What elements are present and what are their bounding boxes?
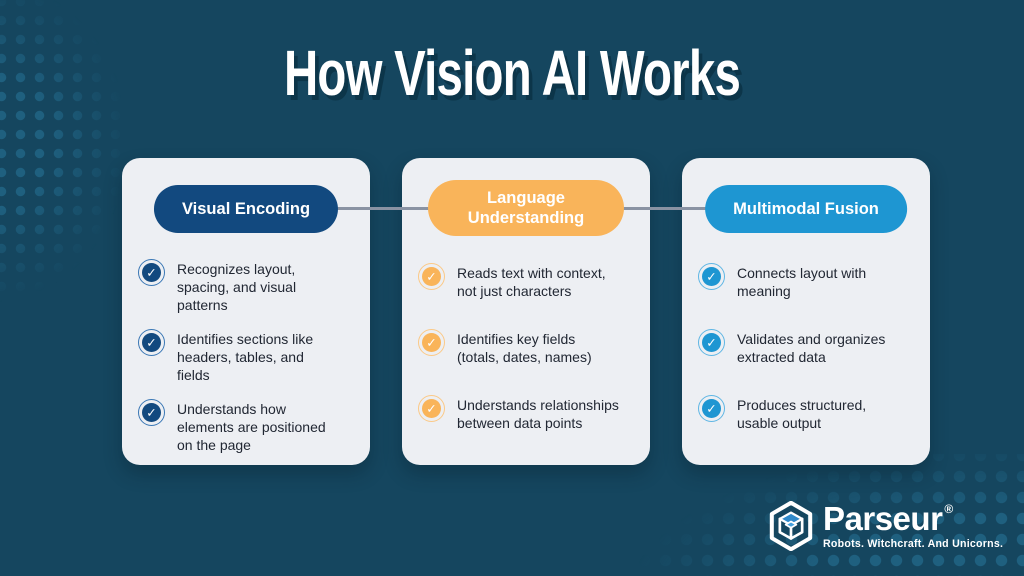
brand-lockup: Parseur ® Robots. Witchcraft. And Unicor… xyxy=(768,501,1003,551)
bullet-list: ✓ Recognizes layout, spacing, and visual… xyxy=(138,258,364,468)
bullet-text: Understands relationships between data p… xyxy=(457,397,619,431)
bullet-text: Recognizes layout, spacing, and visual p… xyxy=(177,261,297,313)
check-icon: ✓ xyxy=(418,329,445,356)
brand-text: Parseur ® Robots. Witchcraft. And Unicor… xyxy=(823,502,1003,550)
hexagon-cube-icon xyxy=(768,501,814,551)
bullet-item: ✓ Identifies sections like headers, tabl… xyxy=(138,328,364,384)
cards-row: Visual Encoding ✓ Recognizes layout, spa… xyxy=(122,158,930,465)
check-icon: ✓ xyxy=(698,395,725,422)
registered-mark: ® xyxy=(944,502,954,516)
bullet-text: Identifies key fields (totals, dates, na… xyxy=(457,331,592,365)
card-heading-pill: Language Understanding xyxy=(428,180,624,236)
check-icon: ✓ xyxy=(418,263,445,290)
card-visual-encoding: Visual Encoding ✓ Recognizes layout, spa… xyxy=(122,158,370,465)
bullet-item: ✓ Reads text with context, not just char… xyxy=(418,262,644,300)
check-icon: ✓ xyxy=(418,395,445,422)
check-icon: ✓ xyxy=(138,259,165,286)
check-icon: ✓ xyxy=(138,399,165,426)
check-icon: ✓ xyxy=(698,329,725,356)
bullet-item: ✓ Understands how elements are positione… xyxy=(138,398,364,454)
check-glyph: ✓ xyxy=(702,399,721,418)
check-icon: ✓ xyxy=(698,263,725,290)
card-language-understanding: Language Understanding ✓ Reads text with… xyxy=(402,158,650,465)
bullet-item: ✓ Connects layout with meaning xyxy=(698,262,924,300)
bullet-item: ✓ Validates and organizes extracted data xyxy=(698,328,924,366)
bullet-list: ✓ Connects layout with meaning ✓ Validat… xyxy=(698,262,924,460)
brand-name: Parseur xyxy=(823,500,943,537)
check-glyph: ✓ xyxy=(702,333,721,352)
bullet-item: ✓ Identifies key fields (totals, dates, … xyxy=(418,328,644,366)
card-heading-pill: Visual Encoding xyxy=(153,185,339,233)
check-glyph: ✓ xyxy=(142,263,161,282)
check-glyph: ✓ xyxy=(422,333,441,352)
card-heading-pill: Multimodal Fusion xyxy=(705,185,907,233)
bullet-text: Reads text with context, not just charac… xyxy=(457,265,606,299)
check-glyph: ✓ xyxy=(422,267,441,286)
bullet-text: Produces structured, usable output xyxy=(737,397,867,431)
bullet-item: ✓ Understands relationships between data… xyxy=(418,394,644,432)
check-glyph: ✓ xyxy=(142,403,161,422)
bullet-item: ✓ Produces structured, usable output xyxy=(698,394,924,432)
card-multimodal-fusion: Multimodal Fusion ✓ Connects layout with… xyxy=(682,158,930,465)
check-glyph: ✓ xyxy=(142,333,161,352)
bullet-text: Connects layout with meaning xyxy=(737,265,867,299)
bullet-text: Understands how elements are positioned … xyxy=(177,401,326,453)
check-glyph: ✓ xyxy=(702,267,721,286)
bullet-item: ✓ Recognizes layout, spacing, and visual… xyxy=(138,258,364,314)
brand-tagline: Robots. Witchcraft. And Unicorns. xyxy=(823,538,1004,550)
page-title: How Vision AI Works xyxy=(283,37,741,109)
check-glyph: ✓ xyxy=(422,399,441,418)
check-icon: ✓ xyxy=(138,329,165,356)
bullet-text: Identifies sections like headers, tables… xyxy=(177,331,314,383)
bullet-list: ✓ Reads text with context, not just char… xyxy=(418,262,644,460)
brand-name-row: Parseur ® xyxy=(823,502,1003,535)
bullet-text: Validates and organizes extracted data xyxy=(737,331,886,365)
